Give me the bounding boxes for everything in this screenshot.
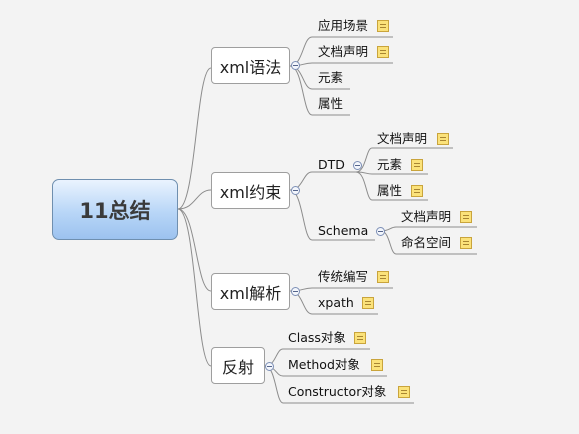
subtopic-dtd[interactable]: DTD [318, 157, 345, 172]
leaf-schema-declaration[interactable]: 文档声明 [401, 209, 452, 224]
note-icon[interactable] [411, 185, 423, 197]
branch-xml-constraint[interactable]: xml约束 [211, 172, 290, 209]
collapse-minus-icon[interactable] [291, 61, 300, 70]
note-icon[interactable] [411, 159, 423, 171]
leaf-schema-namespace[interactable]: 命名空间 [401, 235, 452, 250]
note-icon[interactable] [398, 386, 410, 398]
leaf-dtd-attribute[interactable]: 属性 [377, 183, 403, 198]
collapse-minus-icon[interactable] [353, 161, 362, 170]
leaf-reflection-method[interactable]: Method对象 [288, 357, 360, 372]
note-icon[interactable] [460, 211, 472, 223]
leaf-reflection-constructor[interactable]: Constructor对象 [288, 384, 387, 399]
collapse-minus-icon[interactable] [265, 362, 274, 371]
collapse-minus-icon[interactable] [376, 227, 385, 236]
leaf-dtd-element[interactable]: 元素 [377, 157, 403, 172]
collapse-minus-icon[interactable] [291, 186, 300, 195]
leaf-xml-syntax-declaration[interactable]: 文档声明 [318, 44, 369, 59]
branch-xml-parsing[interactable]: xml解析 [211, 273, 290, 310]
collapse-minus-icon[interactable] [291, 287, 300, 296]
note-icon[interactable] [377, 271, 389, 283]
note-icon[interactable] [377, 46, 389, 58]
branch-xml-syntax[interactable]: xml语法 [211, 47, 290, 84]
leaf-xml-syntax-attribute[interactable]: 属性 [318, 96, 344, 111]
branch-reflection[interactable]: 反射 [211, 347, 265, 384]
central-topic[interactable]: 11总结 [52, 179, 178, 240]
subtopic-schema[interactable]: Schema [318, 223, 369, 238]
note-icon[interactable] [460, 237, 472, 249]
leaf-parsing-xpath[interactable]: xpath [318, 295, 354, 310]
leaf-xml-syntax-element[interactable]: 元素 [318, 70, 344, 85]
note-icon[interactable] [354, 332, 366, 344]
leaf-parsing-traditional[interactable]: 传统编写 [318, 269, 369, 284]
leaf-xml-syntax-usage[interactable]: 应用场景 [318, 18, 369, 33]
note-icon[interactable] [371, 359, 383, 371]
note-icon[interactable] [377, 20, 389, 32]
leaf-reflection-class[interactable]: Class对象 [288, 330, 346, 345]
leaf-dtd-declaration[interactable]: 文档声明 [377, 131, 428, 146]
note-icon[interactable] [362, 297, 374, 309]
note-icon[interactable] [437, 133, 449, 145]
